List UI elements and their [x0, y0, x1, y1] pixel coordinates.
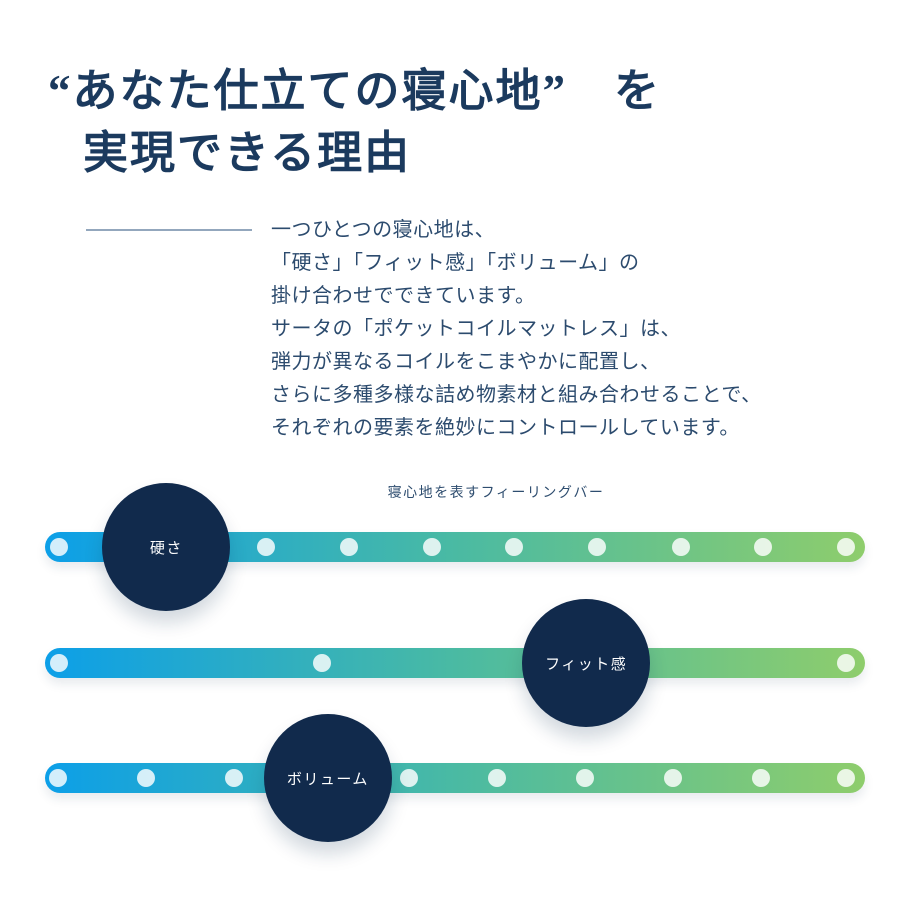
bar-dot [257, 538, 276, 556]
bar-label-circle: フィット感 [522, 599, 651, 727]
feeling-bar-caption: 寝心地を表すフィーリングバー [387, 484, 605, 500]
feeling-bar-track-2: フィット感 [45, 599, 865, 727]
bar-dot [587, 538, 606, 556]
bar-label-circle: 硬さ [102, 483, 231, 611]
bar-dot [224, 769, 243, 787]
bar-label: 硬さ [149, 539, 183, 557]
intro-divider-line [86, 229, 252, 231]
bar-label: フィット感 [545, 655, 628, 673]
bar-dot [672, 538, 691, 556]
bar-dot [505, 538, 524, 556]
bar-dot [400, 769, 419, 787]
bar-label-circle: ボリューム [263, 714, 392, 842]
bar-dot [136, 769, 155, 787]
page-title: “あなた仕立ての寝心地” を 実現できる理由 [48, 60, 661, 184]
bar-dot [837, 769, 856, 787]
bar-dot [423, 538, 442, 556]
feeling-bar-track-1: 硬さ [45, 483, 865, 611]
bar-dot [754, 538, 773, 556]
bar-label: ボリューム [286, 770, 369, 788]
bar-dot [837, 654, 856, 672]
bar-dot [751, 769, 770, 787]
bar-dot [576, 769, 595, 787]
bar-dot [664, 769, 683, 787]
bar-dot [49, 769, 68, 787]
heading-line-1: “あなた仕立ての寝心地” を [48, 66, 662, 116]
feeling-bar-track-3: ボリューム [45, 714, 865, 842]
bar-dot [837, 538, 856, 556]
bar-dot [49, 538, 68, 556]
bar-dot [487, 769, 506, 787]
bar-dot [49, 654, 68, 672]
intro-paragraph: 一つひとつの寝心地は、「硬さ」「フィット感」「ボリューム」の掛け合わせでできてい… [271, 219, 762, 439]
bar-dot [313, 654, 332, 672]
heading-line-2: 実現できる理由 [83, 128, 412, 178]
bar-dot [340, 538, 359, 556]
